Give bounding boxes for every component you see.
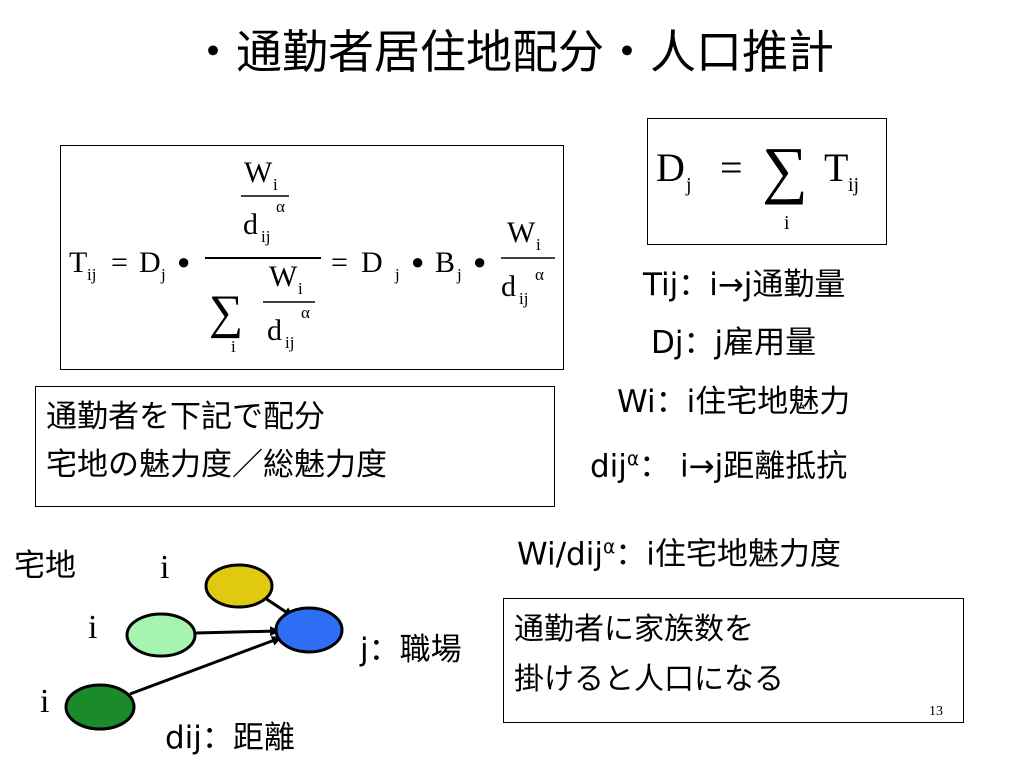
formula-d-sub-2: j	[394, 265, 400, 284]
formula-bullet-1: ●	[177, 249, 190, 274]
def-dij-sup: α	[626, 449, 640, 470]
numer-d-sup: α	[276, 197, 285, 216]
def-dij-base: dij	[590, 448, 627, 485]
node-blue-workplace	[274, 606, 344, 654]
tail-d-sub: ij	[519, 289, 528, 308]
allocation-note-box: 通勤者を下記で配分 宅地の魅力度／総魅力度	[35, 386, 555, 507]
denom-d-sub: ij	[285, 333, 294, 352]
numer-d: d	[243, 208, 258, 241]
def-wd-sup: α	[602, 537, 616, 558]
def-wd: Wi/dijα：i住宅地魅力度	[517, 528, 841, 574]
node-label-middle: i	[88, 609, 98, 646]
distance-label: dij：距離	[165, 720, 295, 756]
allocation-note-line2: 宅地の魅力度／総魅力度	[46, 447, 387, 483]
node-label-top: i	[160, 549, 170, 586]
population-note-box: 通勤者に家族数を 掛けると人口になる 13	[503, 598, 964, 723]
dj-lhs-sub: j	[685, 174, 692, 196]
denom-sigma-sub: i	[231, 337, 236, 356]
tail-w: W	[507, 216, 536, 249]
residential-label: 宅地	[14, 548, 76, 584]
formula-d-term-2: D	[361, 246, 383, 279]
formula-lhs-t: T	[69, 246, 87, 279]
dj-rhs-sub: ij	[848, 174, 859, 196]
def-wd-base: Wi/dij	[517, 536, 603, 573]
dj-rhs: T	[824, 145, 848, 190]
population-note-line2: 掛けると人口になる	[514, 662, 784, 697]
arrow-from-light-green	[195, 626, 280, 637]
commute-diagram	[64, 563, 344, 731]
dj-sigma: ∑	[762, 134, 808, 205]
tail-w-sub: i	[536, 235, 541, 254]
formula-b-sub: j	[456, 265, 462, 284]
tail-d-sup: α	[535, 265, 544, 284]
def-dj: Dj：j雇用量	[651, 325, 817, 361]
formula-bullet-2: ●	[411, 249, 424, 274]
node-dark-green	[64, 683, 136, 731]
dj-eq: =	[720, 145, 743, 190]
tail-d: d	[501, 270, 516, 303]
dj-sigma-sub: i	[784, 212, 790, 234]
def-wi: Wi：i住宅地魅力	[617, 384, 851, 420]
def-dij: dijα： i→j距離抵抗	[590, 440, 847, 486]
denom-d-sup: α	[301, 303, 310, 322]
formula-b-term: B	[435, 246, 455, 279]
denom-w-sub: i	[298, 279, 303, 298]
dj-lhs: D	[656, 145, 685, 190]
page-title: ・通勤者居住地配分・人口推計	[190, 25, 834, 79]
formula-bullet-3: ●	[473, 249, 486, 274]
denom-sigma: ∑	[209, 286, 243, 339]
numer-d-sub: ij	[261, 227, 270, 246]
population-note-line1: 通勤者に家族数を	[514, 612, 754, 647]
numer-w: W	[244, 156, 273, 189]
workplace-label: j：職場	[360, 632, 462, 668]
denom-d: d	[267, 314, 282, 347]
page-number: 13	[929, 704, 943, 719]
node-light-green	[125, 612, 197, 658]
formula-d-term: D	[139, 246, 161, 279]
dj-formula-box: D j = ∑ i T ij	[647, 118, 887, 245]
formula-lhs-sub: ij	[87, 265, 96, 284]
dj-formula: D j = ∑ i T ij	[656, 134, 859, 234]
denom-w: W	[269, 260, 298, 293]
numer-w-sub: i	[273, 175, 278, 194]
main-formula-box: T ij = D j ● W i d ij α ∑ i W i d ij α =…	[60, 145, 564, 370]
def-dij-rest: ： i→j距離抵抗	[639, 448, 848, 485]
allocation-note-line1: 通勤者を下記で配分	[46, 399, 325, 435]
formula-eq-2: =	[331, 246, 348, 279]
arrow-from-dark-green	[129, 636, 282, 696]
def-wd-rest: ：i住宅地魅力度	[615, 536, 841, 573]
def-tij: Tij：i→j通勤量	[643, 267, 846, 303]
node-yellow	[204, 563, 274, 609]
formula-d-sub: j	[160, 265, 166, 284]
formula-eq-1: =	[111, 246, 128, 279]
node-label-bottom: i	[40, 683, 50, 720]
main-formula: T ij = D j ● W i d ij α ∑ i W i d ij α =…	[69, 156, 555, 356]
